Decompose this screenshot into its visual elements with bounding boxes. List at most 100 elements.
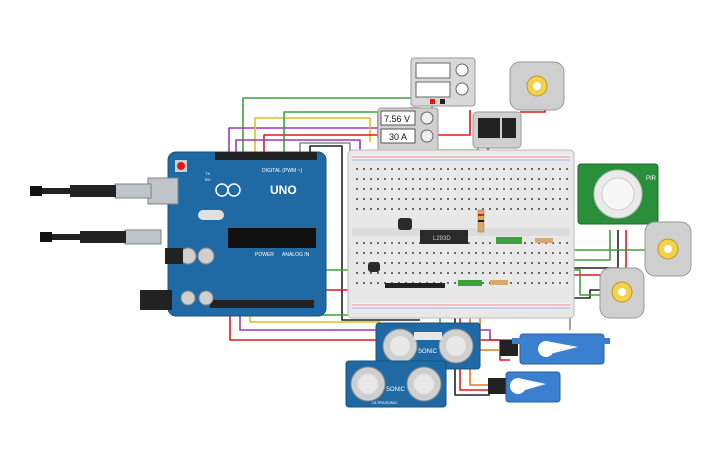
breadboard-hole: [370, 242, 372, 244]
breadboard-hole: [419, 198, 421, 200]
breadboard-hole: [538, 282, 540, 284]
breadboard-hole: [433, 262, 435, 264]
breadboard-hole: [398, 168, 400, 170]
breadboard-hole: [503, 168, 505, 170]
breadboard-hole: [377, 242, 379, 244]
breadboard-hole: [384, 188, 386, 190]
breadboard-hole: [524, 178, 526, 180]
breadboard-hole: [370, 208, 372, 210]
power-label: POWER: [255, 252, 274, 258]
breadboard-hole: [440, 262, 442, 264]
breadboard-hole: [496, 262, 498, 264]
breadboard-hole: [363, 188, 365, 190]
breadboard-hole: [482, 272, 484, 274]
breadboard-hole: [496, 178, 498, 180]
breadboard-hole: [412, 208, 414, 210]
breadboard-hole: [419, 262, 421, 264]
breadboard-hole: [405, 252, 407, 254]
breadboard-hole: [517, 188, 519, 190]
breadboard-hole: [433, 208, 435, 210]
breadboard-hole: [454, 188, 456, 190]
breadboard-hole: [475, 252, 477, 254]
breadboard-hole: [377, 188, 379, 190]
usb-cable-2: [40, 229, 162, 245]
breadboard-hole: [419, 272, 421, 274]
voltage-readout: 7.56 V: [384, 114, 410, 124]
breadboard-hole: [496, 188, 498, 190]
breadboard-hole: [552, 262, 554, 264]
breadboard-hole: [503, 188, 505, 190]
multimeter: 7.56 V 30 A: [377, 107, 439, 153]
breadboard-hole: [566, 168, 568, 170]
breadboard-hole: [468, 198, 470, 200]
breadboard-hole: [412, 272, 414, 274]
breadboard-hole: [482, 208, 484, 210]
breadboard-hole: [517, 262, 519, 264]
breadboard-hole: [496, 252, 498, 254]
breadboard-hole: [440, 198, 442, 200]
breadboard-hole: [384, 272, 386, 274]
breadboard-hole: [433, 168, 435, 170]
breadboard-hole: [482, 168, 484, 170]
ic-chip: L293D: [420, 230, 468, 244]
breadboard-hole: [552, 272, 554, 274]
breadboard-hole: [356, 188, 358, 190]
breadboard-hole: [545, 168, 547, 170]
breadboard-hole: [363, 198, 365, 200]
breadboard-hole: [398, 208, 400, 210]
breadboard-hole: [377, 198, 379, 200]
breadboard-hole: [412, 168, 414, 170]
breadboard-hole: [531, 188, 533, 190]
breadboard-hole: [538, 252, 540, 254]
breadboard-hole: [384, 252, 386, 254]
breadboard-hole: [489, 208, 491, 210]
breadboard-hole: [391, 178, 393, 180]
breadboard-hole: [531, 272, 533, 274]
breadboard-hole: [384, 242, 386, 244]
breadboard-hole: [363, 242, 365, 244]
breadboard-hole: [468, 272, 470, 274]
breadboard-hole: [482, 262, 484, 264]
breadboard-hole: [545, 178, 547, 180]
ultrasonic-sensor-2: SONIC ULTRASONIC: [345, 360, 447, 408]
arduino-uno: UNO DIGITAL (PWM ~) ANALOG IN POWER TX R…: [140, 151, 327, 317]
wire-yellow: [254, 117, 371, 152]
breadboard-hole: [524, 188, 526, 190]
breadboard-hole: [363, 208, 365, 210]
ic-label: L293D: [433, 236, 451, 242]
breadboard-hole: [468, 252, 470, 254]
breadboard-hole: [475, 168, 477, 170]
breadboard-hole: [461, 188, 463, 190]
breadboard-hole: [412, 252, 414, 254]
breadboard-hole: [461, 178, 463, 180]
breadboard-hole: [426, 262, 428, 264]
breadboard-hole: [482, 198, 484, 200]
breadboard-hole: [412, 242, 414, 244]
breadboard-hole: [433, 188, 435, 190]
breadboard-hole: [363, 168, 365, 170]
breadboard-hole: [398, 178, 400, 180]
breadboard-hole: [489, 272, 491, 274]
breadboard-hole: [426, 188, 428, 190]
breadboard-hole: [517, 272, 519, 274]
breadboard-hole: [496, 208, 498, 210]
breadboard-hole: [531, 178, 533, 180]
tx-label: TX: [205, 171, 210, 176]
breadboard-hole: [405, 262, 407, 264]
display-strip: [385, 283, 445, 288]
breadboard-hole: [524, 242, 526, 244]
breadboard-hole: [426, 252, 428, 254]
breadboard-hole: [531, 208, 533, 210]
breadboard-hole: [447, 178, 449, 180]
breadboard-hole: [384, 262, 386, 264]
breadboard-hole: [370, 272, 372, 274]
breadboard-hole: [426, 168, 428, 170]
breadboard-hole: [524, 208, 526, 210]
breadboard-hole: [377, 168, 379, 170]
breadboard-hole: [531, 242, 533, 244]
breadboard-hole: [510, 252, 512, 254]
transistor: [398, 218, 412, 230]
breadboard-hole: [475, 178, 477, 180]
breadboard-hole: [475, 188, 477, 190]
